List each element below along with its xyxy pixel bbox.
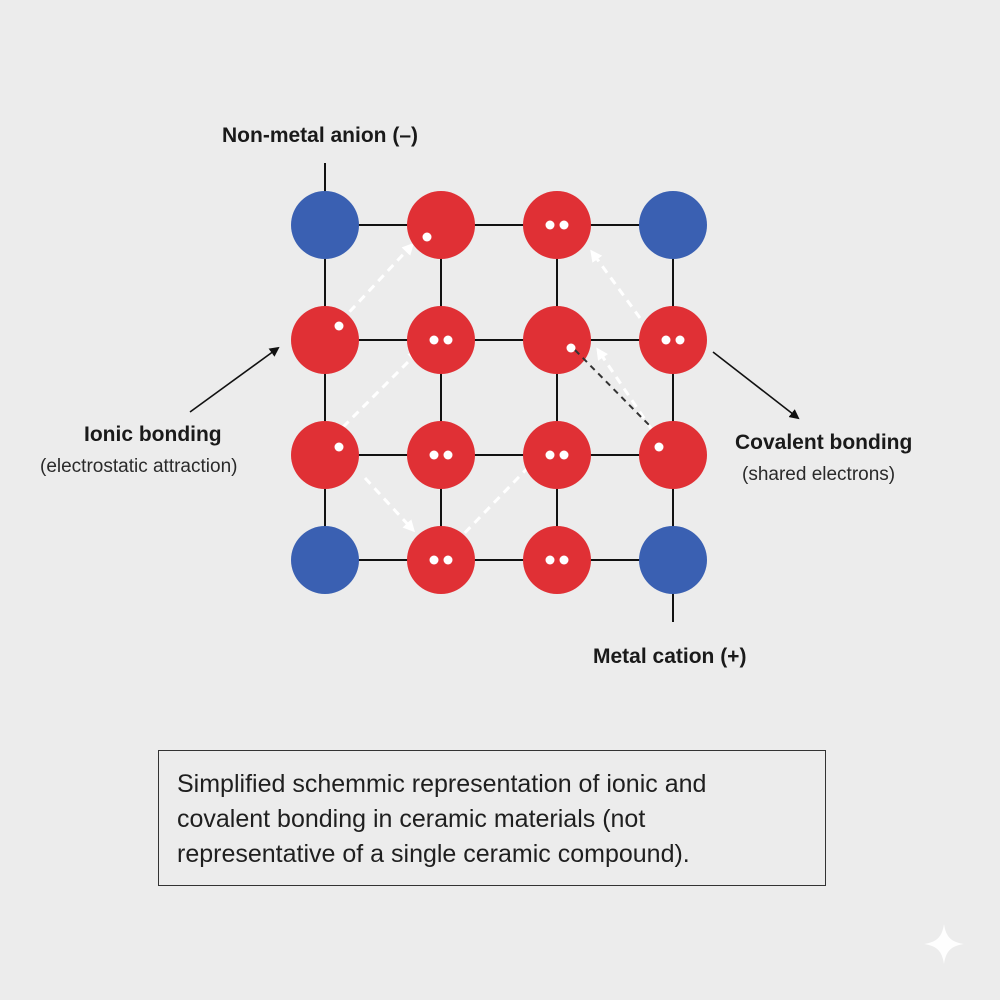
electron-dot	[545, 450, 555, 460]
cation-label: Metal cation (+)	[593, 645, 747, 668]
cation-atom-r3-c2	[407, 421, 475, 489]
electron-transfer-arrow-5	[590, 249, 642, 319]
electron-dot	[429, 450, 439, 460]
cation-atom-r2-c1	[291, 306, 359, 374]
ionic-bonding-title: Ionic bonding	[84, 423, 222, 446]
cation-atom-r3-c3	[523, 421, 591, 489]
electron-transfer-arrow-4	[453, 447, 548, 545]
cation-atom-r4-c2	[407, 526, 475, 594]
electron-dot	[661, 335, 671, 345]
electron-transfer-arrow-3	[363, 476, 416, 533]
anion-atom-r1-c1	[291, 191, 359, 259]
pointer-arrows	[189, 346, 800, 429]
electron-dot	[443, 335, 453, 345]
caption-line-3: representative of a single ceramic compo…	[177, 840, 690, 868]
electron-dot	[422, 232, 432, 242]
electron-dot	[566, 343, 576, 353]
electron-transfer-arrows	[331, 242, 654, 545]
caption-line-2: covalent bonding in ceramic materials (n…	[177, 805, 646, 833]
cation-atom-r3-c1	[291, 421, 359, 489]
anion-label: Non-metal anion (–)	[222, 124, 419, 147]
electron-dot	[559, 220, 569, 230]
ionic-bonding-subtitle: (electrostatic attraction)	[40, 456, 238, 477]
electron-dot	[559, 450, 569, 460]
sparkle-icon	[924, 924, 964, 964]
caption-line-1: Simplified schemmic representation of io…	[177, 770, 707, 798]
electron-transfer-arrow-6	[596, 347, 654, 431]
electron-dot	[429, 335, 439, 345]
electron-dot	[675, 335, 685, 345]
electron-dot	[559, 555, 569, 565]
electron-dot	[443, 555, 453, 565]
electron-transfer-arrow-2	[331, 349, 421, 439]
cation-atom-r2-c2	[407, 306, 475, 374]
atom-lattice	[291, 191, 707, 594]
electron-dot	[429, 555, 439, 565]
covalent-bonding-title: Covalent bonding	[735, 431, 913, 454]
electron-dot	[443, 450, 453, 460]
electron-transfer-arrow-1	[338, 242, 415, 324]
cation-atom-r1-c2	[407, 191, 475, 259]
electron-dot	[334, 321, 344, 331]
cation-atom-r2-c3	[523, 306, 591, 374]
electron-dot	[545, 220, 555, 230]
cation-atom-r1-c3	[523, 191, 591, 259]
cation-atom-r4-c3	[523, 526, 591, 594]
covalent-bonding-subtitle: (shared electrons)	[742, 464, 896, 485]
anion-atom-r4-c4	[639, 526, 707, 594]
covalent-pointer-arrow	[712, 351, 800, 420]
caption-box: Simplified schemmic representation of io…	[158, 750, 826, 886]
anion-atom-r1-c4	[639, 191, 707, 259]
electron-dot	[654, 442, 664, 452]
ionic-pointer-arrow	[189, 346, 280, 413]
anion-atom-r4-c1	[291, 526, 359, 594]
electron-dot	[545, 555, 555, 565]
shared-electron-link	[574, 349, 653, 429]
cation-atom-r3-c4	[639, 421, 707, 489]
cation-atom-r2-c4	[639, 306, 707, 374]
electron-dot	[334, 442, 344, 452]
